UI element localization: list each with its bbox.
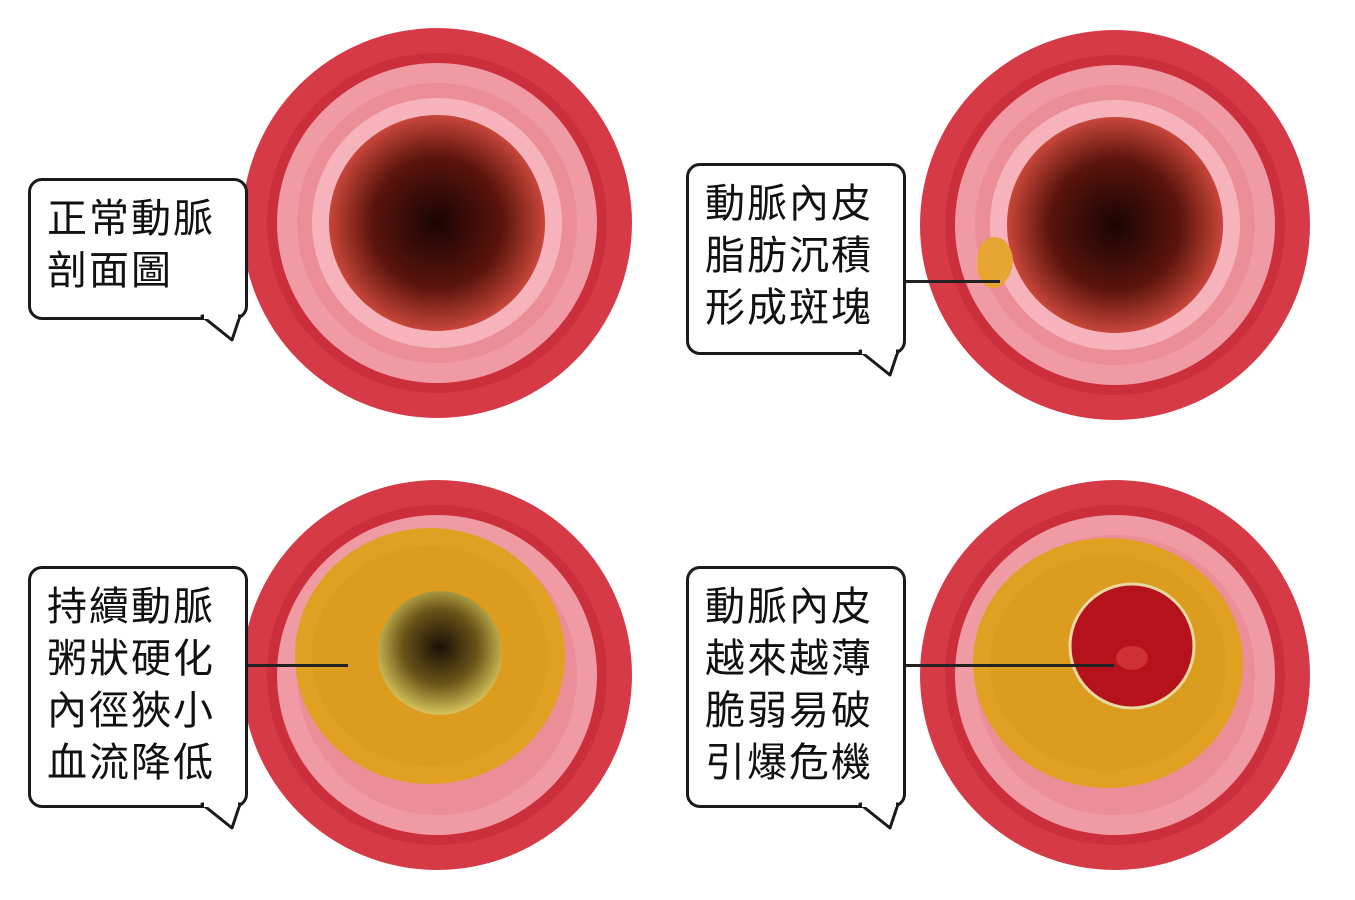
pointer-line <box>900 280 1000 283</box>
caption-line: 內徑狹小 <box>47 688 215 734</box>
caption-line: 正常動脈 <box>47 196 215 242</box>
caption-bubble: 動脈內皮 脂肪沉積 形成斑塊 <box>686 163 906 355</box>
bubble-tail <box>200 802 242 830</box>
caption-line: 持續動脈 <box>47 584 215 630</box>
artery-cross-section-normal <box>240 26 635 421</box>
lumen <box>378 591 502 715</box>
caption-line: 動脈內皮 <box>705 181 873 227</box>
caption-bubble: 動脈內皮 越來越薄 脆弱易破 引爆危機 <box>686 566 906 808</box>
caption-bubble: 正常動脈 剖面圖 <box>28 178 248 320</box>
caption-line: 粥狀硬化 <box>47 636 215 682</box>
pointer-line <box>900 664 1114 667</box>
artery-cross-section-atherosclerosis <box>240 478 635 873</box>
caption-line: 血流降低 <box>47 740 215 786</box>
artery-cross-section-rupture-risk <box>918 478 1313 873</box>
pointer-line <box>240 664 348 667</box>
artery-cross-section-early-plaque <box>918 28 1313 423</box>
lumen <box>329 115 545 331</box>
caption-line: 形成斑塊 <box>705 285 873 331</box>
caption-line: 動脈內皮 <box>705 584 873 630</box>
caption-bubble: 持續動脈 粥狀硬化 內徑狹小 血流降低 <box>28 566 248 808</box>
plaque-deposit <box>977 237 1013 289</box>
caption-line: 越來越薄 <box>705 636 873 682</box>
bubble-tail <box>858 802 900 830</box>
lumen <box>1007 117 1223 333</box>
caption-line: 引爆危機 <box>705 740 873 786</box>
bubble-tail <box>858 349 900 377</box>
caption-line: 脆弱易破 <box>705 688 873 734</box>
caption-line: 剖面圖 <box>47 248 173 294</box>
bubble-tail <box>200 314 242 342</box>
caption-line: 脂肪沉積 <box>705 233 873 279</box>
